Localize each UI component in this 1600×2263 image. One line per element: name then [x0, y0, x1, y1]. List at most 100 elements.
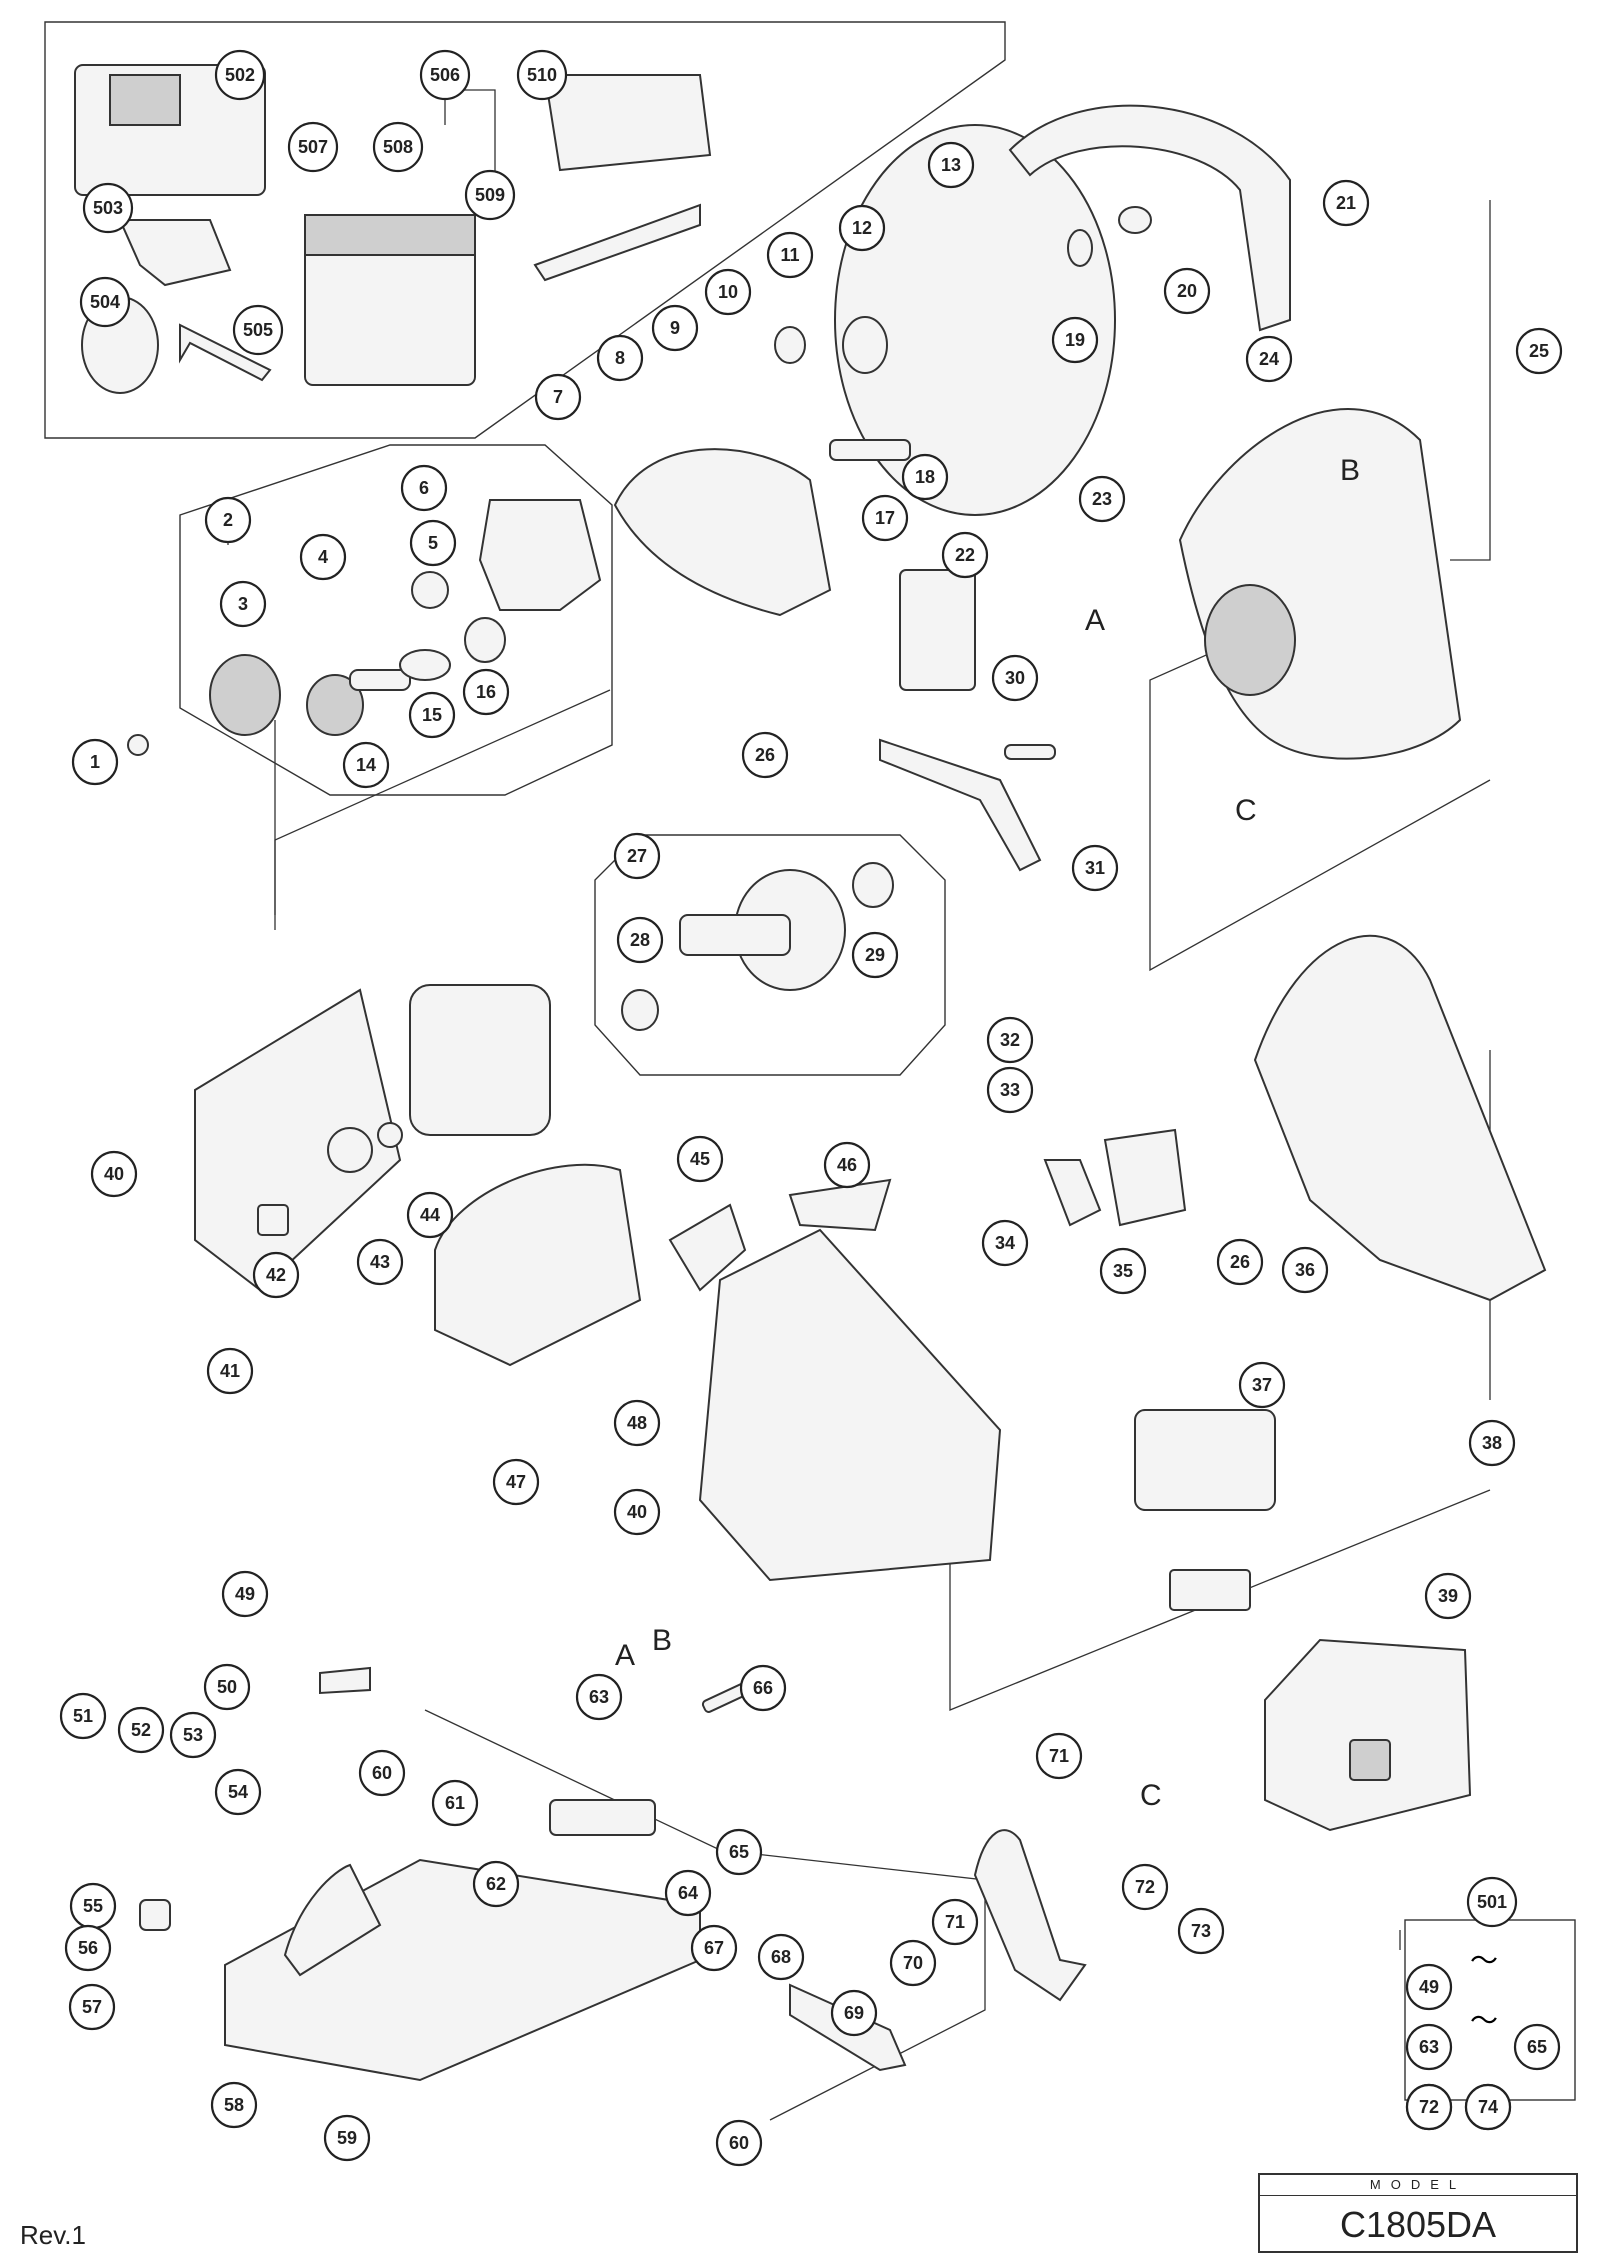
callout-number: 49 — [1419, 1977, 1439, 1997]
battery-cover-part — [118, 219, 232, 287]
callout-17: 17 — [861, 494, 909, 542]
callout-53: 53 — [169, 1711, 217, 1759]
clip-plate — [319, 1666, 371, 1695]
callout-circle — [59, 1692, 107, 1740]
spring-ring — [774, 326, 806, 364]
callout-circle — [838, 204, 886, 252]
callout-circle — [1405, 2083, 1453, 2131]
callout-circle — [492, 1458, 540, 1506]
callout-circle — [931, 1898, 979, 1946]
callout-43: 43 — [356, 1238, 404, 1286]
callout-number: 37 — [1252, 1375, 1272, 1395]
callout-circle — [1466, 1876, 1518, 1928]
lower-blade-guard — [613, 448, 832, 617]
callout-number: 58 — [224, 2095, 244, 2115]
callout-number: 30 — [1005, 668, 1025, 688]
callout-29: 29 — [851, 931, 899, 979]
callout-circle — [613, 1488, 661, 1536]
callout-number: 39 — [1438, 1586, 1458, 1606]
callout-1: 1 — [71, 738, 119, 786]
callout-circle — [690, 1924, 738, 1972]
callout-circle — [356, 1238, 404, 1286]
outer-flange — [842, 316, 888, 374]
callout-54: 54 — [214, 1768, 262, 1816]
callout-52: 52 — [117, 1706, 165, 1754]
callout-36: 36 — [1281, 1246, 1329, 1294]
kit-range-separator: 〜 — [1470, 2004, 1498, 2037]
callout-circle — [1163, 267, 1211, 315]
depth-scale — [283, 1863, 382, 1977]
trigger-part — [1043, 1159, 1102, 1227]
callout-69: 69 — [830, 1989, 878, 2037]
callout-circle — [232, 304, 284, 356]
lock-lever — [879, 738, 1042, 872]
controller-part — [1134, 1409, 1276, 1511]
callout-circle — [991, 654, 1039, 702]
callout-68: 68 — [757, 1933, 805, 1981]
armature-group-outline — [594, 834, 946, 1076]
callout-number: 5 — [428, 533, 438, 553]
callout-12: 12 — [838, 204, 886, 252]
reference-letter: C — [1140, 1779, 1162, 1812]
callout-44: 44 — [406, 1191, 454, 1239]
blade-washer — [1067, 229, 1093, 267]
callout-number: 4 — [318, 547, 328, 567]
guide-bar — [533, 203, 701, 282]
callout-61: 61 — [431, 1779, 479, 1827]
callout-55: 55 — [69, 1882, 117, 1930]
callout-number: 66 — [753, 1678, 773, 1698]
callout-number: 27 — [627, 846, 647, 866]
terminal-part — [1169, 1569, 1251, 1611]
callout-circle — [464, 169, 516, 221]
callout-37: 37 — [1238, 1361, 1286, 1409]
side-handle — [668, 1203, 747, 1292]
callout-circle — [342, 741, 390, 789]
callout-circle — [206, 1347, 254, 1395]
callout-19: 19 — [1051, 316, 1099, 364]
callout-circle — [1099, 1247, 1147, 1295]
callout-circle — [1071, 844, 1119, 892]
callout-60: 60 — [358, 1749, 406, 1797]
callout-number: 33 — [1000, 1080, 1020, 1100]
callout-circle — [210, 2081, 258, 2129]
washer-part — [127, 734, 149, 756]
callout-number: 23 — [1092, 489, 1112, 509]
reference-letter: B — [1340, 454, 1360, 487]
shaft-part — [349, 669, 411, 691]
callout-number: 72 — [1135, 1877, 1155, 1897]
callout-circle — [651, 304, 699, 352]
callout-25: 25 — [1515, 327, 1563, 375]
callout-circle — [1035, 1732, 1083, 1780]
callout-circle — [613, 1399, 661, 1447]
callout-circle — [1464, 2083, 1512, 2131]
callout-number: 56 — [78, 1938, 98, 1958]
callout-45: 45 — [676, 1135, 724, 1183]
callout-circle — [287, 121, 339, 173]
callout-number: 40 — [104, 1164, 124, 1184]
callout-circle — [1468, 1419, 1516, 1467]
callout-74: 74 — [1464, 2083, 1512, 2131]
callout-number: 503 — [93, 198, 123, 218]
callout-circle — [1405, 1963, 1453, 2011]
callout-3: 3 — [219, 580, 267, 628]
callout-number: 6 — [419, 478, 429, 498]
motor-housing — [194, 988, 402, 1292]
callout-39: 39 — [1424, 1572, 1472, 1620]
callout-circle — [575, 1673, 623, 1721]
callout-circle — [1245, 335, 1293, 383]
callout-circle — [64, 1924, 112, 1972]
callout-503: 503 — [82, 182, 134, 234]
lever-part — [829, 439, 911, 461]
callout-26: 26 — [741, 731, 789, 779]
callout-48: 48 — [613, 1399, 661, 1447]
callout-42: 42 — [252, 1251, 300, 1299]
callout-18: 18 — [901, 453, 949, 501]
callout-circle — [203, 1663, 251, 1711]
pinion-part — [306, 674, 364, 736]
stator-part — [409, 984, 551, 1136]
callout-number: 34 — [995, 1233, 1015, 1253]
callout-number: 38 — [1482, 1433, 1502, 1453]
callout-circle — [715, 1828, 763, 1876]
callout-23: 23 — [1078, 475, 1126, 523]
callout-15: 15 — [408, 691, 456, 739]
